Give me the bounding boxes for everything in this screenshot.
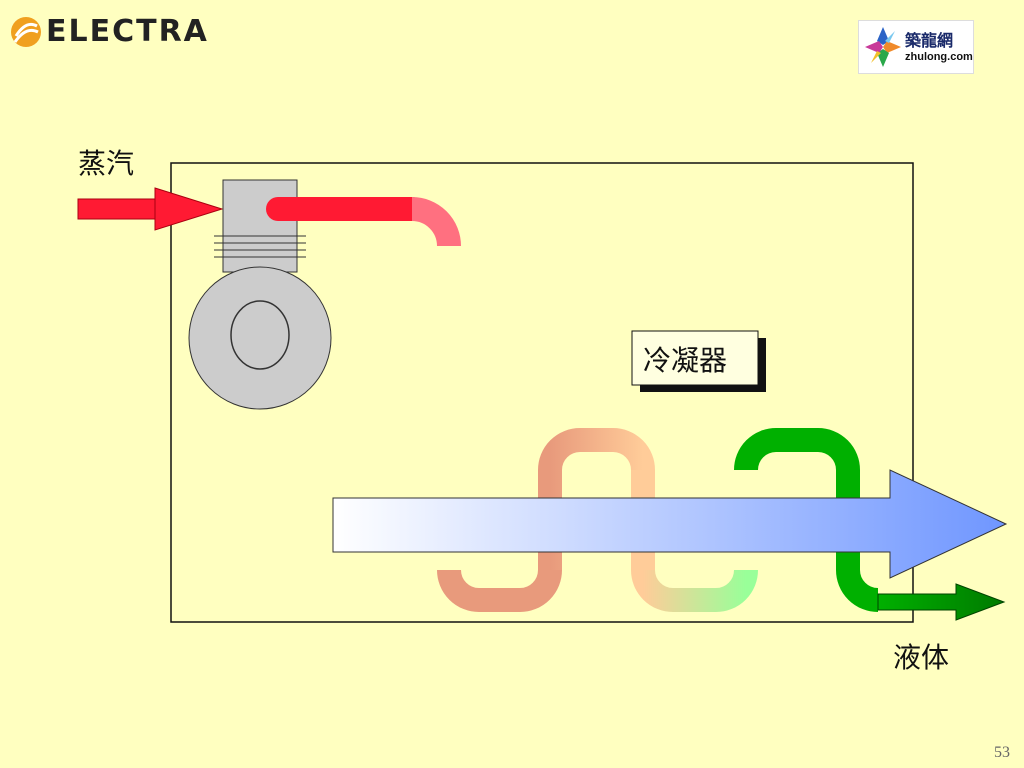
badge-chinese-text: 築龍網 — [905, 31, 954, 50]
liquid-outlet-arrow — [877, 583, 1006, 621]
compressor — [188, 179, 332, 410]
condenser-pipe — [266, 197, 879, 612]
pinwheel-icon — [865, 27, 901, 67]
zhulong-badge: 築龍網 zhulong.com — [858, 20, 974, 74]
badge-english-text: zhulong.com — [905, 51, 973, 63]
page-number: 53 — [994, 744, 1010, 761]
steam-label: 蒸汽 — [78, 147, 135, 180]
steam-inlet-arrow — [77, 187, 224, 231]
brand-logo-text: ELECTRA — [46, 14, 209, 49]
air-flow-arrow — [332, 469, 1008, 579]
condenser-box — [170, 162, 914, 623]
condenser-label-box — [631, 330, 759, 386]
liquid-label: 液体 — [893, 641, 950, 674]
brand-logo-icon — [11, 17, 41, 47]
condenser-label: 冷凝器 — [643, 344, 728, 377]
